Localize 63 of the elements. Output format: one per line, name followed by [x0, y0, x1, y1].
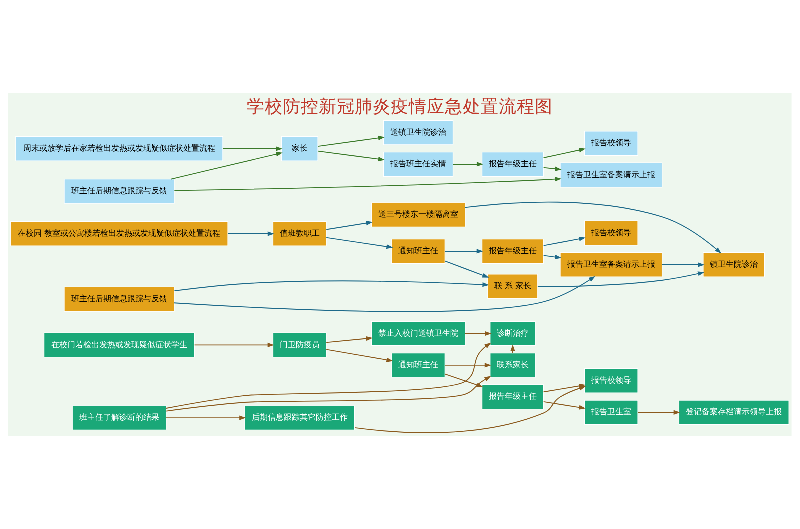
node-box: 联系家长	[490, 352, 536, 378]
arrow	[326, 221, 373, 230]
node-box: 班主任了解诊断的结果	[72, 406, 167, 431]
arrow	[222, 146, 283, 152]
arrow	[543, 236, 586, 246]
arrow	[444, 249, 484, 254]
arrow	[174, 177, 562, 192]
arrow	[465, 331, 492, 336]
node-box: 通知班主任	[392, 239, 446, 264]
node-box: 门卫防疫员	[272, 332, 327, 358]
node-box: 登记备案存档请示领导上报	[678, 400, 790, 426]
node-box: 后期信息跟踪其它防控工作	[244, 406, 356, 431]
arrow	[166, 342, 492, 409]
arrow	[543, 401, 586, 410]
node-box: 班主任后期信息跟踪与反馈	[64, 286, 175, 312]
node-box: 报告班主任实情	[383, 152, 454, 177]
node-box: 班主任后期信息跟踪与反馈	[64, 178, 175, 204]
arrow	[318, 136, 386, 148]
arrow	[452, 162, 484, 167]
node-box: 报告卫生室备案请示上报	[560, 252, 663, 278]
arrow	[318, 150, 386, 162]
arrow	[444, 363, 492, 368]
arrow	[166, 376, 492, 412]
node-box: 送镇卫生院诊治	[383, 120, 454, 146]
arrow	[326, 349, 394, 362]
node-box: 送三号楼东一楼隔离室	[371, 202, 466, 228]
arrow	[194, 342, 274, 348]
arrow	[170, 152, 283, 180]
node-box: 报告校领导	[584, 131, 638, 156]
node-box: 周末或放学后在家若检出发热或发现疑似症状处置流程	[16, 136, 224, 162]
node-box: 联 系 家长	[488, 274, 538, 300]
node-box: 报告校领导	[584, 220, 638, 246]
arrow	[464, 202, 722, 254]
arrow	[174, 280, 490, 292]
node-box: 禁止入校门送镇卫生院	[371, 321, 466, 346]
arrow	[444, 260, 490, 278]
arrow	[166, 416, 246, 420]
node-box: 在校园 教室或公寓楼若检出发热或发现疑似症状处置流程	[10, 221, 228, 246]
arrow	[444, 374, 484, 388]
arrow	[543, 254, 562, 260]
arrow	[537, 272, 705, 288]
arrow	[638, 410, 680, 415]
node-box: 家长	[281, 136, 318, 162]
node-box: 报告卫生室备案请示上报	[560, 162, 663, 188]
node-box: 值班教职工	[272, 221, 327, 246]
node-box: 通知班主任	[392, 352, 446, 378]
arrow	[543, 148, 586, 158]
diagram-title: 学校防控新冠肺炎疫情应急处置流程图	[247, 97, 553, 118]
node-box: 在校门若检出发热或发现疑似症状学生	[44, 332, 195, 358]
node-box: 报告年级主任	[482, 239, 544, 264]
arrow	[228, 232, 275, 236]
node-box: 报告年级主任	[482, 384, 544, 410]
arrow	[326, 336, 374, 344]
arrow	[543, 166, 562, 172]
node-box: 镇卫生院诊治	[703, 252, 766, 278]
arrow	[354, 386, 586, 434]
node-box: 报告卫生室	[584, 400, 638, 426]
arrow	[174, 276, 596, 312]
node-box: 报告校领导	[584, 368, 638, 394]
arrow	[326, 237, 394, 250]
node-box: 报告年级主任	[482, 152, 544, 177]
arrow	[662, 262, 705, 268]
node-box: 诊断治疗	[490, 321, 536, 346]
